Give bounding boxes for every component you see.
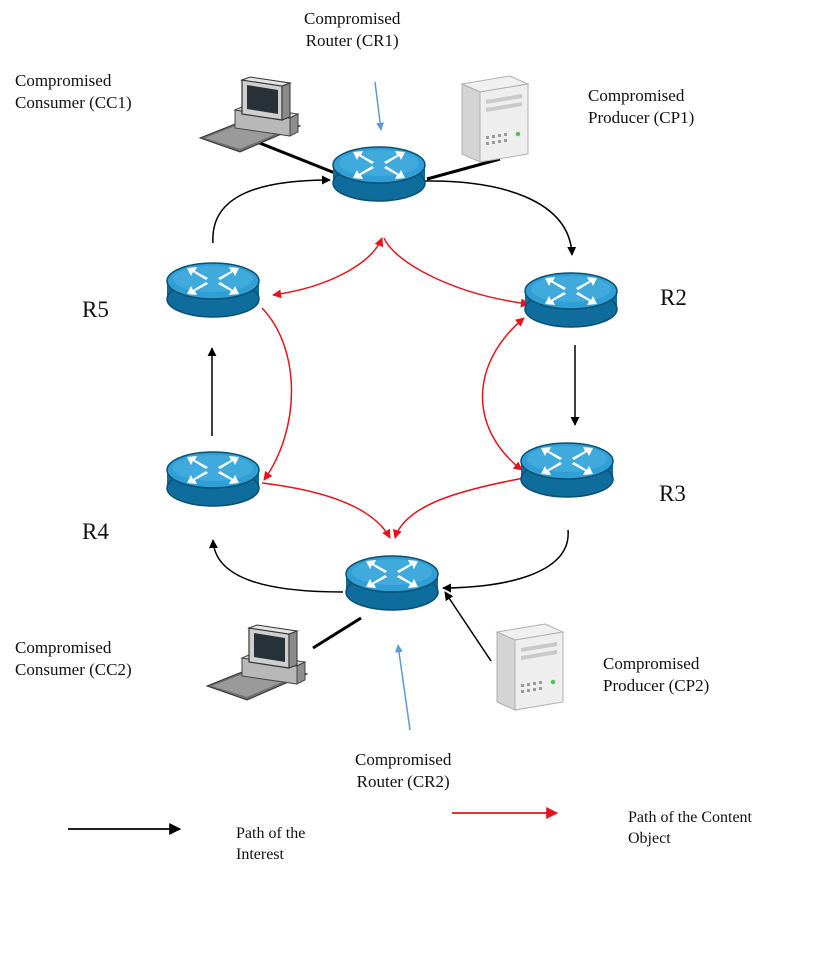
interest-r5-cr1 xyxy=(212,175,331,244)
cc1-link xyxy=(251,138,346,179)
server-tower-icon-cp1 xyxy=(461,75,529,163)
r2-label: R2 xyxy=(660,285,687,310)
cr2-pointer xyxy=(395,644,411,731)
router-icon-cr2 xyxy=(345,555,439,611)
desktop-computer-icon-cc2 xyxy=(206,624,308,701)
cp1-link xyxy=(426,157,501,181)
desktop-computer-icon-cc1 xyxy=(199,76,301,153)
r5-label: R5 xyxy=(82,297,109,322)
content-cr1-r2 xyxy=(383,237,530,308)
interest-cp2-cr2 xyxy=(444,591,492,662)
interest-r3-cr2 xyxy=(442,529,569,593)
content-r5-r4 xyxy=(261,307,293,481)
content-cr1-r5 xyxy=(272,237,384,299)
cr1-pointer xyxy=(374,81,385,131)
r4-label: R4 xyxy=(82,519,109,544)
router-icon-r4 xyxy=(166,451,260,507)
cc2-link xyxy=(312,616,362,650)
server-tower-icon-cp2 xyxy=(496,623,564,711)
router-icon-cr1 xyxy=(332,146,426,202)
r3-label: R3 xyxy=(659,481,686,506)
router-icon-r3 xyxy=(520,442,614,498)
router-icon-r2 xyxy=(524,272,618,328)
interest-cr2-r4 xyxy=(208,539,344,593)
content-r4-cr2 xyxy=(261,482,391,539)
content-r2-r3 xyxy=(481,317,525,471)
content-r3-cr2 xyxy=(393,477,525,539)
router-icon-r5 xyxy=(166,262,260,318)
interest-cr1-r2 xyxy=(424,180,577,256)
